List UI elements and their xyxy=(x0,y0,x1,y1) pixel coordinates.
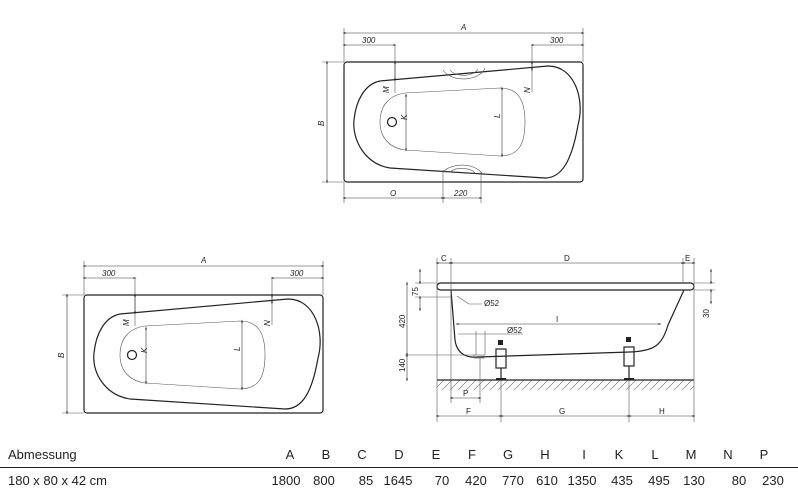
col-m: M xyxy=(685,447,697,462)
value-e: 70 xyxy=(434,473,450,488)
dim-label-l-2: L xyxy=(233,347,242,351)
dim-label-b-2: B xyxy=(57,352,66,358)
top-view-plain: A 300 300 M N K L B xyxy=(57,256,325,415)
dim-label-300-right-2: 300 xyxy=(290,269,304,278)
value-l: 495 xyxy=(648,473,670,488)
dim-label-c: C xyxy=(441,254,447,263)
col-b: B xyxy=(321,447,331,462)
dim-label-k-2: K xyxy=(140,347,149,353)
col-c: C xyxy=(357,447,367,462)
dim-label-a: A xyxy=(460,23,466,32)
side-view: C D E 75 420 140 30 Ø52 I Ø52 P F G H xyxy=(398,254,715,422)
value-n: 80 xyxy=(731,473,747,488)
top-view-with-overflow: A 300 300 M N K L B O 220 xyxy=(317,23,585,203)
col-l: L xyxy=(651,447,659,462)
value-k: 435 xyxy=(611,473,633,488)
col-a: A xyxy=(285,447,295,462)
col-k: K xyxy=(614,447,624,462)
dim-label-b: B xyxy=(317,120,326,126)
dim-label-300-right: 300 xyxy=(550,36,564,45)
value-i: 1350 xyxy=(567,473,597,488)
dim-label-30: 30 xyxy=(702,309,711,318)
technical-drawing: A 300 300 M N K L B O 220 xyxy=(57,23,715,422)
dim-label-75: 75 xyxy=(411,287,420,296)
row-name: 180 x 80 x 42 cm xyxy=(8,473,107,488)
col-f: F xyxy=(468,447,476,462)
col-e: E xyxy=(431,447,441,462)
value-b: 800 xyxy=(313,473,335,488)
col-h: H xyxy=(540,447,550,462)
dim-label-k: K xyxy=(400,114,409,120)
col-i: I xyxy=(582,447,586,462)
col-n: N xyxy=(723,447,733,462)
value-m: 130 xyxy=(683,473,705,488)
dim-label-h: H xyxy=(659,407,665,416)
table-divider xyxy=(0,467,798,468)
value-g: 770 xyxy=(502,473,524,488)
dim-label-140: 140 xyxy=(398,358,407,372)
value-f: 420 xyxy=(465,473,487,488)
col-g: G xyxy=(502,447,514,462)
dim-label-m: M xyxy=(382,86,391,93)
dim-label-n-2: N xyxy=(263,320,272,326)
dim-label-m-2: M xyxy=(122,319,131,326)
dim-label-d: D xyxy=(564,254,570,263)
dim-label-g: G xyxy=(559,407,565,416)
value-h: 610 xyxy=(536,473,558,488)
dim-label-e: E xyxy=(685,254,690,263)
header-label: Abmessung xyxy=(8,447,77,462)
dim-label-f: F xyxy=(466,407,471,416)
value-d: 1645 xyxy=(383,473,413,488)
dim-label-a-2: A xyxy=(200,256,206,265)
value-a: 1800 xyxy=(271,473,301,488)
drain-diameter-label: Ø52 xyxy=(507,326,523,335)
dim-label-220: 220 xyxy=(453,189,468,198)
dim-label-300-left: 300 xyxy=(362,36,376,45)
col-d: D xyxy=(394,447,404,462)
col-p: P xyxy=(759,447,769,462)
overflow-diameter-label: Ø52 xyxy=(484,299,500,308)
dim-label-420: 420 xyxy=(398,314,407,328)
dim-label-p: P xyxy=(463,389,468,398)
dim-label-i: I xyxy=(556,315,558,324)
dim-label-300-left-2: 300 xyxy=(102,269,116,278)
dim-label-o: O xyxy=(390,189,396,198)
dim-label-l: L xyxy=(493,114,502,118)
value-p: 230 xyxy=(762,473,784,488)
value-c: 85 xyxy=(358,473,374,488)
dim-label-n: N xyxy=(523,87,532,93)
